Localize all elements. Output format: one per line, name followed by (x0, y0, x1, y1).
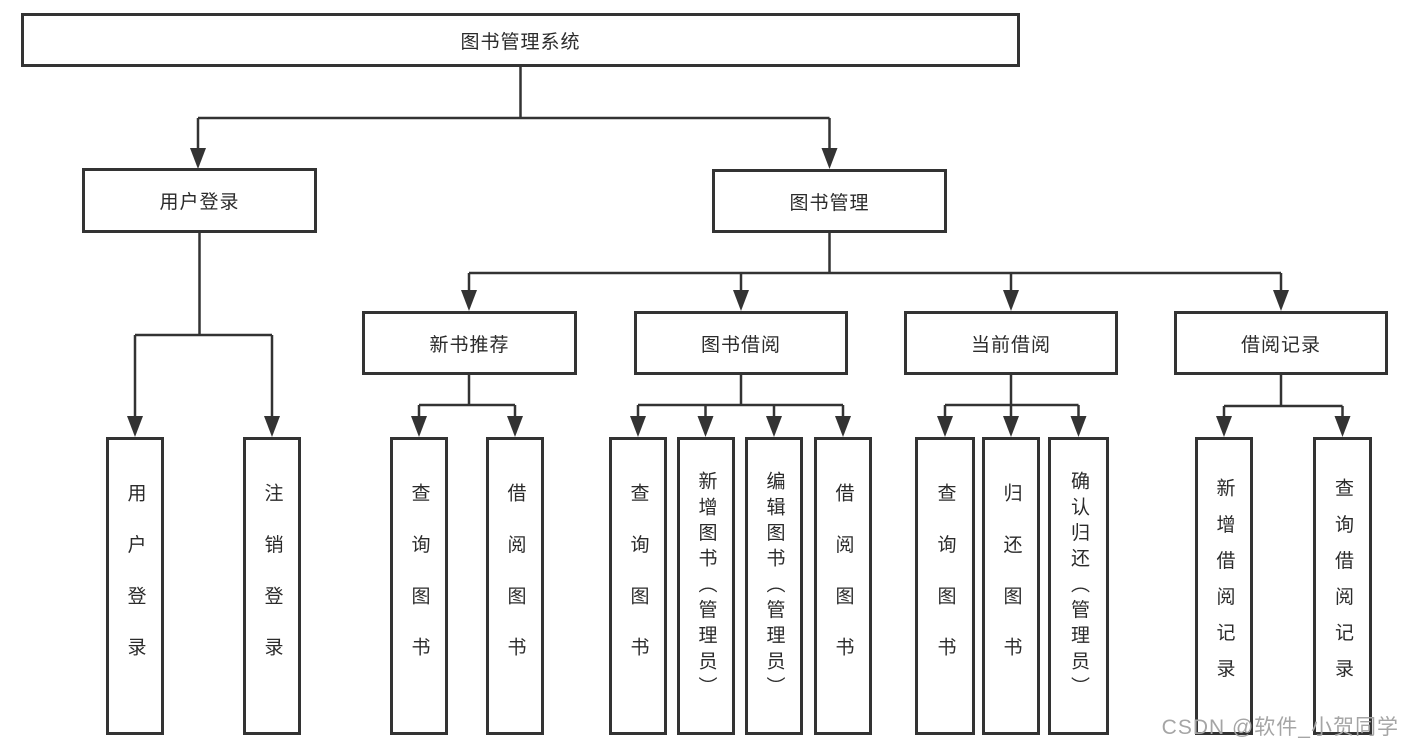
leaf-user-login-label: 用户登录 (124, 483, 146, 689)
leaf-user-login: 用户登录 (106, 437, 164, 735)
node-new-book-recommend-label: 新书推荐 (429, 334, 510, 356)
leaf-query-borrow-record: 查询借阅记录 (1313, 437, 1372, 735)
leaf-logout: 注销登录 (243, 437, 301, 735)
node-borrow-records: 借阅记录 (1174, 311, 1388, 375)
leaf-query-books-borrow: 查询图书 (609, 437, 667, 735)
leaf-borrow-books-recommend: 借阅图书 (486, 437, 544, 735)
leaf-query-books-borrow-label: 查询图书 (627, 483, 649, 689)
leaf-query-books-current-label: 查询图书 (934, 483, 956, 689)
leaf-confirm-return-admin: 确认归还（管理员） (1048, 437, 1109, 735)
node-book-borrow-label: 图书借阅 (700, 334, 781, 356)
node-book-borrow: 图书借阅 (634, 311, 848, 375)
node-user-login-label: 用户登录 (159, 192, 240, 213)
leaf-borrow-books-recommend-label: 借阅图书 (504, 483, 526, 689)
leaf-return-books-label: 归还图书 (1000, 483, 1022, 689)
node-root-library-system: 图书管理系统 (21, 13, 1020, 67)
node-borrow-records-label: 借阅记录 (1240, 334, 1321, 356)
leaf-query-books-recommend: 查询图书 (390, 437, 448, 735)
leaf-confirm-return-admin-label: 确认归还（管理员） (1068, 470, 1089, 702)
leaf-query-borrow-record-label: 查询借阅记录 (1332, 477, 1353, 695)
leaf-query-books-recommend-label: 查询图书 (408, 483, 430, 689)
leaf-edit-books-admin: 编辑图书（管理员） (745, 437, 803, 735)
node-new-book-recommend: 新书推荐 (362, 311, 577, 375)
leaf-add-books-admin: 新增图书（管理员） (677, 437, 735, 735)
node-root-label: 图书管理系统 (460, 31, 581, 53)
watermark-text: CSDN @软件_小贺同学 (1161, 716, 1399, 739)
leaf-return-books: 归还图书 (982, 437, 1040, 735)
leaf-query-books-current: 查询图书 (915, 437, 975, 735)
node-book-management: 图书管理 (712, 169, 947, 233)
node-book-management-label: 图书管理 (789, 192, 870, 214)
leaf-borrow-books-label: 借阅图书 (832, 483, 854, 689)
leaf-logout-label: 注销登录 (261, 483, 283, 689)
node-user-login: 用户登录 (82, 168, 317, 233)
leaf-add-borrow-record-label: 新增借阅记录 (1213, 477, 1235, 695)
leaf-borrow-books: 借阅图书 (814, 437, 872, 735)
leaf-add-books-admin-label: 新增图书（管理员） (695, 470, 717, 702)
node-current-borrow-label: 当前借阅 (970, 334, 1051, 356)
node-current-borrow: 当前借阅 (904, 311, 1118, 375)
leaf-edit-books-admin-label: 编辑图书（管理员） (763, 470, 785, 702)
leaf-add-borrow-record: 新增借阅记录 (1195, 437, 1253, 735)
